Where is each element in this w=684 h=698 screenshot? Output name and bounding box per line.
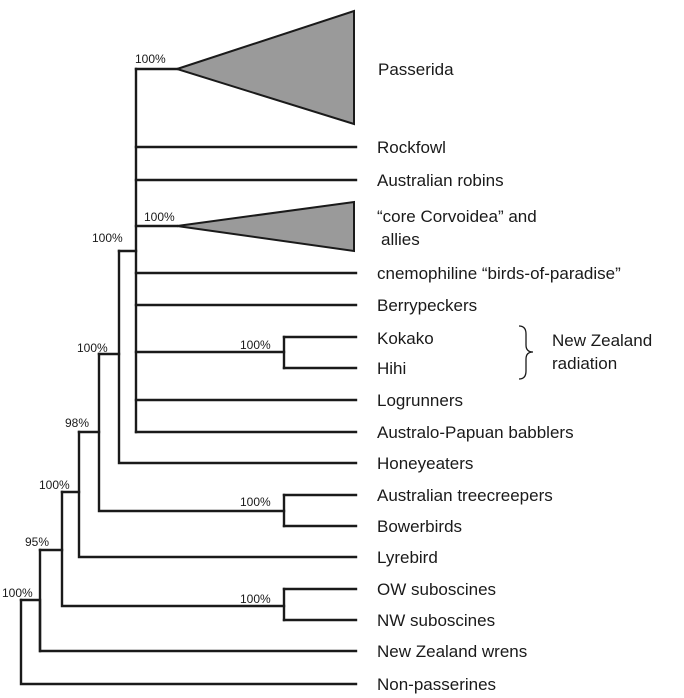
support-treecreepers-bowerbirds: 100% <box>240 495 271 509</box>
taxon-bowerbirds: Bowerbirds <box>377 517 462 536</box>
taxon-cnemophiline: cnemophiline “birds-of-paradise” <box>377 264 621 283</box>
oscines-suboscines-node <box>60 490 286 608</box>
taxon-new-zealand-wrens: New Zealand wrens <box>377 642 527 661</box>
taxon-australian-treecreepers: Australian treecreepers <box>377 486 553 505</box>
support-with-bowerbirds: 98% <box>65 416 89 430</box>
taxon-passerida: Passerida <box>378 60 454 79</box>
support-root: 100% <box>2 586 33 600</box>
taxon-australo-papuan-babblers: Australo-Papuan babblers <box>377 423 574 442</box>
lyrebird-node <box>77 430 358 559</box>
taxon-nw-suboscines: NW suboscines <box>377 611 495 630</box>
bowerbird-clade-node <box>97 352 286 513</box>
core-corvoidea-clade-triangle <box>176 200 355 253</box>
nz-radiation-brace <box>518 325 534 380</box>
honeyeater-clade-node <box>117 249 358 465</box>
taxon-logrunners: Logrunners <box>377 391 463 410</box>
support-suboscines: 100% <box>240 592 271 606</box>
taxon-non-passerines: Non-passerines <box>377 675 496 694</box>
root-stem <box>19 598 358 686</box>
taxon-core-corvoidea-line1: “core Corvoidea” and <box>377 207 537 226</box>
passerida-clade-triangle <box>173 9 355 126</box>
taxon-australian-robins: Australian robins <box>377 171 504 190</box>
support-core-corvoidea: 100% <box>144 210 175 224</box>
taxon-ow-suboscines: OW suboscines <box>377 580 496 599</box>
support-passeriformes: 95% <box>25 535 49 549</box>
support-with-honeyeaters: 100% <box>77 341 108 355</box>
taxon-berrypeckers: Berrypeckers <box>377 296 477 315</box>
taxon-honeyeaters: Honeyeaters <box>377 454 473 473</box>
passeriformes-stem <box>19 598 358 653</box>
support-kokako-hihi: 100% <box>240 338 271 352</box>
support-with-lyrebird: 100% <box>39 478 70 492</box>
taxon-hihi: Hihi <box>377 359 406 378</box>
taxon-core-corvoidea-line2: allies <box>381 230 420 249</box>
support-passerida: 100% <box>135 52 166 66</box>
nz-radiation-label-line1: New Zealand <box>552 331 652 350</box>
taxon-lyrebird: Lyrebird <box>377 548 438 567</box>
taxon-rockfowl: Rockfowl <box>377 138 446 157</box>
nz-radiation-label-line2: radiation <box>552 354 617 373</box>
taxon-kokako: Kokako <box>377 329 434 348</box>
support-crown-clade: 100% <box>92 231 123 245</box>
